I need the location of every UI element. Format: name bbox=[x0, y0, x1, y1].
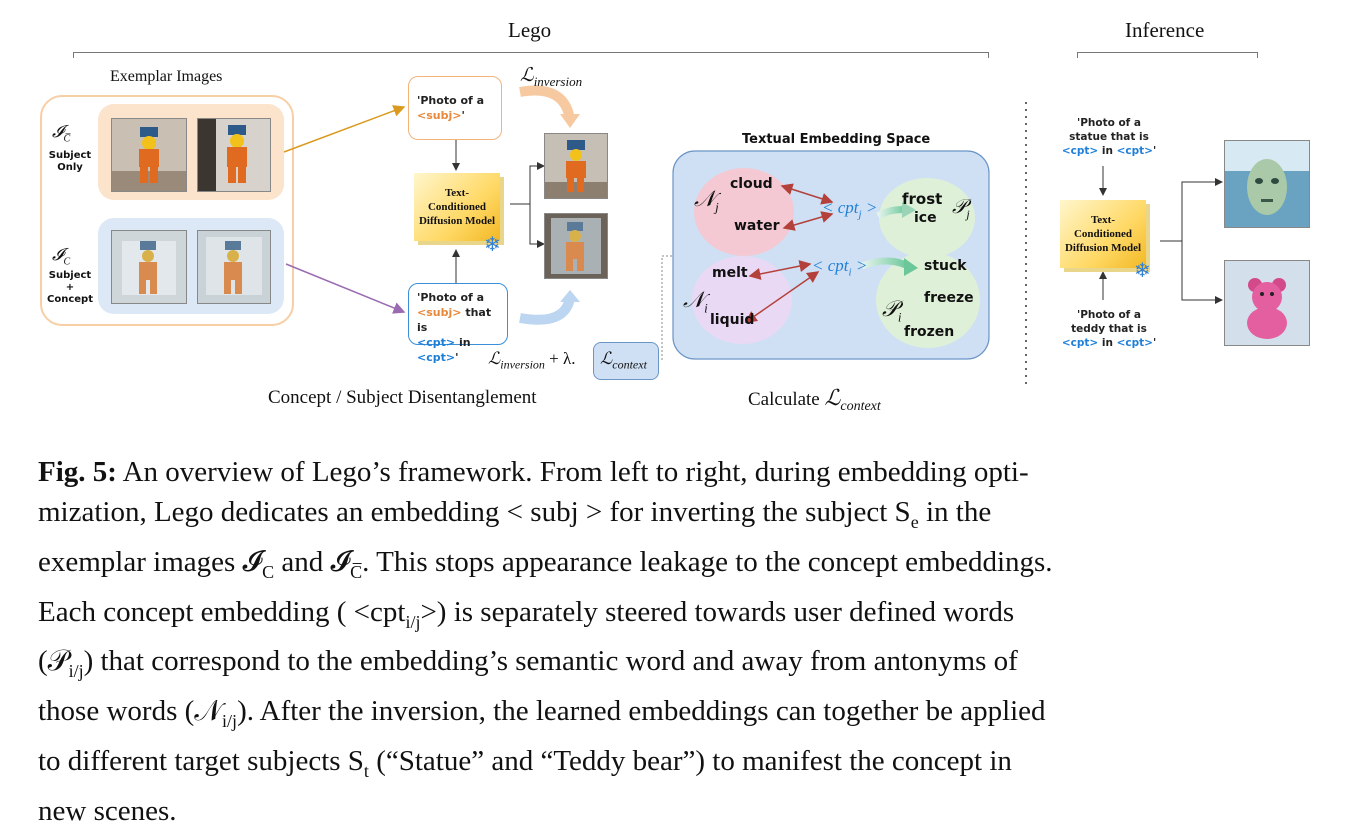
lego-brace bbox=[73, 52, 989, 58]
caption-line-5: (𝒫i/j) that correspond to the embedding’… bbox=[38, 645, 1018, 682]
subject-concept-label: Subject +Concept bbox=[47, 270, 93, 305]
exemplar-photo-subject-1 bbox=[111, 118, 187, 192]
pos-j-word-1: frost bbox=[902, 190, 943, 208]
exemplar-photo-subject-2 bbox=[197, 118, 271, 192]
neg-j-word-1: cloud bbox=[730, 176, 773, 192]
neg-j-word-2: water bbox=[734, 218, 780, 234]
caption-line-2: mization, Lego dedicates an embedding < … bbox=[38, 496, 992, 532]
cpt-j-token: < cptj > bbox=[822, 198, 878, 221]
inversion-loss-label: ℒinversion bbox=[520, 65, 583, 89]
generated-image-subject bbox=[544, 133, 608, 199]
exemplar-photo-concept-2 bbox=[197, 230, 271, 304]
snowflake-icon: ❄ bbox=[1134, 260, 1151, 282]
exemplar-photo-concept-1 bbox=[111, 230, 187, 304]
n-j-symbol: 𝒩j bbox=[694, 186, 719, 215]
subject-concept-symbol: 𝓘C bbox=[52, 245, 71, 268]
pos-i-word-3: frozen bbox=[904, 324, 955, 340]
neg-i-word-2: liquid bbox=[710, 312, 755, 328]
embedding-space-title: Textual Embedding Space bbox=[742, 132, 931, 147]
generated-image-concept bbox=[544, 213, 608, 279]
prompt-subject-concept: 'Photo of a <subj> that is <cpt> in <cpt… bbox=[408, 283, 508, 364]
lego-connectors bbox=[283, 85, 1223, 384]
disentanglement-caption: Concept / Subject Disentanglement bbox=[268, 387, 537, 408]
subject-only-symbol: 𝓘C̅ bbox=[52, 122, 71, 145]
statue-output-image bbox=[1224, 140, 1310, 228]
prompt-statue: 'Photo of a statue that is <cpt> in <cpt… bbox=[1061, 117, 1157, 157]
pos-j-word-2: ice bbox=[914, 210, 937, 226]
caption-line-8: new scenes. bbox=[38, 794, 177, 827]
snowflake-icon: ❄ bbox=[484, 234, 501, 256]
caption-line-1: Fig. 5: An overview of Lego’s framework.… bbox=[38, 456, 1029, 488]
calculate-context-caption: Calculate ℒcontext bbox=[748, 385, 881, 414]
figure-caption: Fig. 5: An overview of Lego’s framework.… bbox=[38, 452, 1328, 831]
caption-line-6: those words (𝒩i/j). After the inversion,… bbox=[38, 695, 1046, 731]
combined-loss-label: ℒinversion + λ. bbox=[488, 349, 576, 372]
caption-line-4: Each concept embedding ( <cpti/j>) is se… bbox=[38, 595, 1015, 632]
p-i-symbol: 𝒫i bbox=[882, 296, 902, 325]
embedding-space bbox=[672, 150, 990, 360]
exemplar-title: Exemplar Images bbox=[110, 68, 223, 85]
inference-section-title: Inference bbox=[1125, 18, 1205, 42]
lego-section-title: Lego bbox=[508, 18, 552, 42]
neg-i-word-1: melt bbox=[712, 265, 748, 281]
teddy-output-image bbox=[1224, 260, 1310, 346]
cpt-i-token: < cpti > bbox=[812, 256, 868, 279]
caption-line-3: exemplar images 𝓘C and 𝓘C̅. This stops a… bbox=[38, 545, 1053, 582]
pos-i-word-2: freeze bbox=[924, 290, 974, 306]
context-loss-box: ℒcontext bbox=[593, 342, 659, 380]
prompt-subject-only: 'Photo of a <subj>' bbox=[408, 76, 502, 140]
caption-line-7: to different target subjects St (“Statue… bbox=[38, 744, 1012, 781]
prompt-teddy: 'Photo of a teddy that is <cpt> in <cpt>… bbox=[1061, 309, 1157, 349]
p-j-symbol: 𝒫j bbox=[952, 196, 970, 221]
pos-i-word-1: stuck bbox=[924, 258, 967, 274]
inference-brace bbox=[1077, 52, 1258, 58]
n-i-symbol: 𝒩i bbox=[683, 287, 708, 316]
